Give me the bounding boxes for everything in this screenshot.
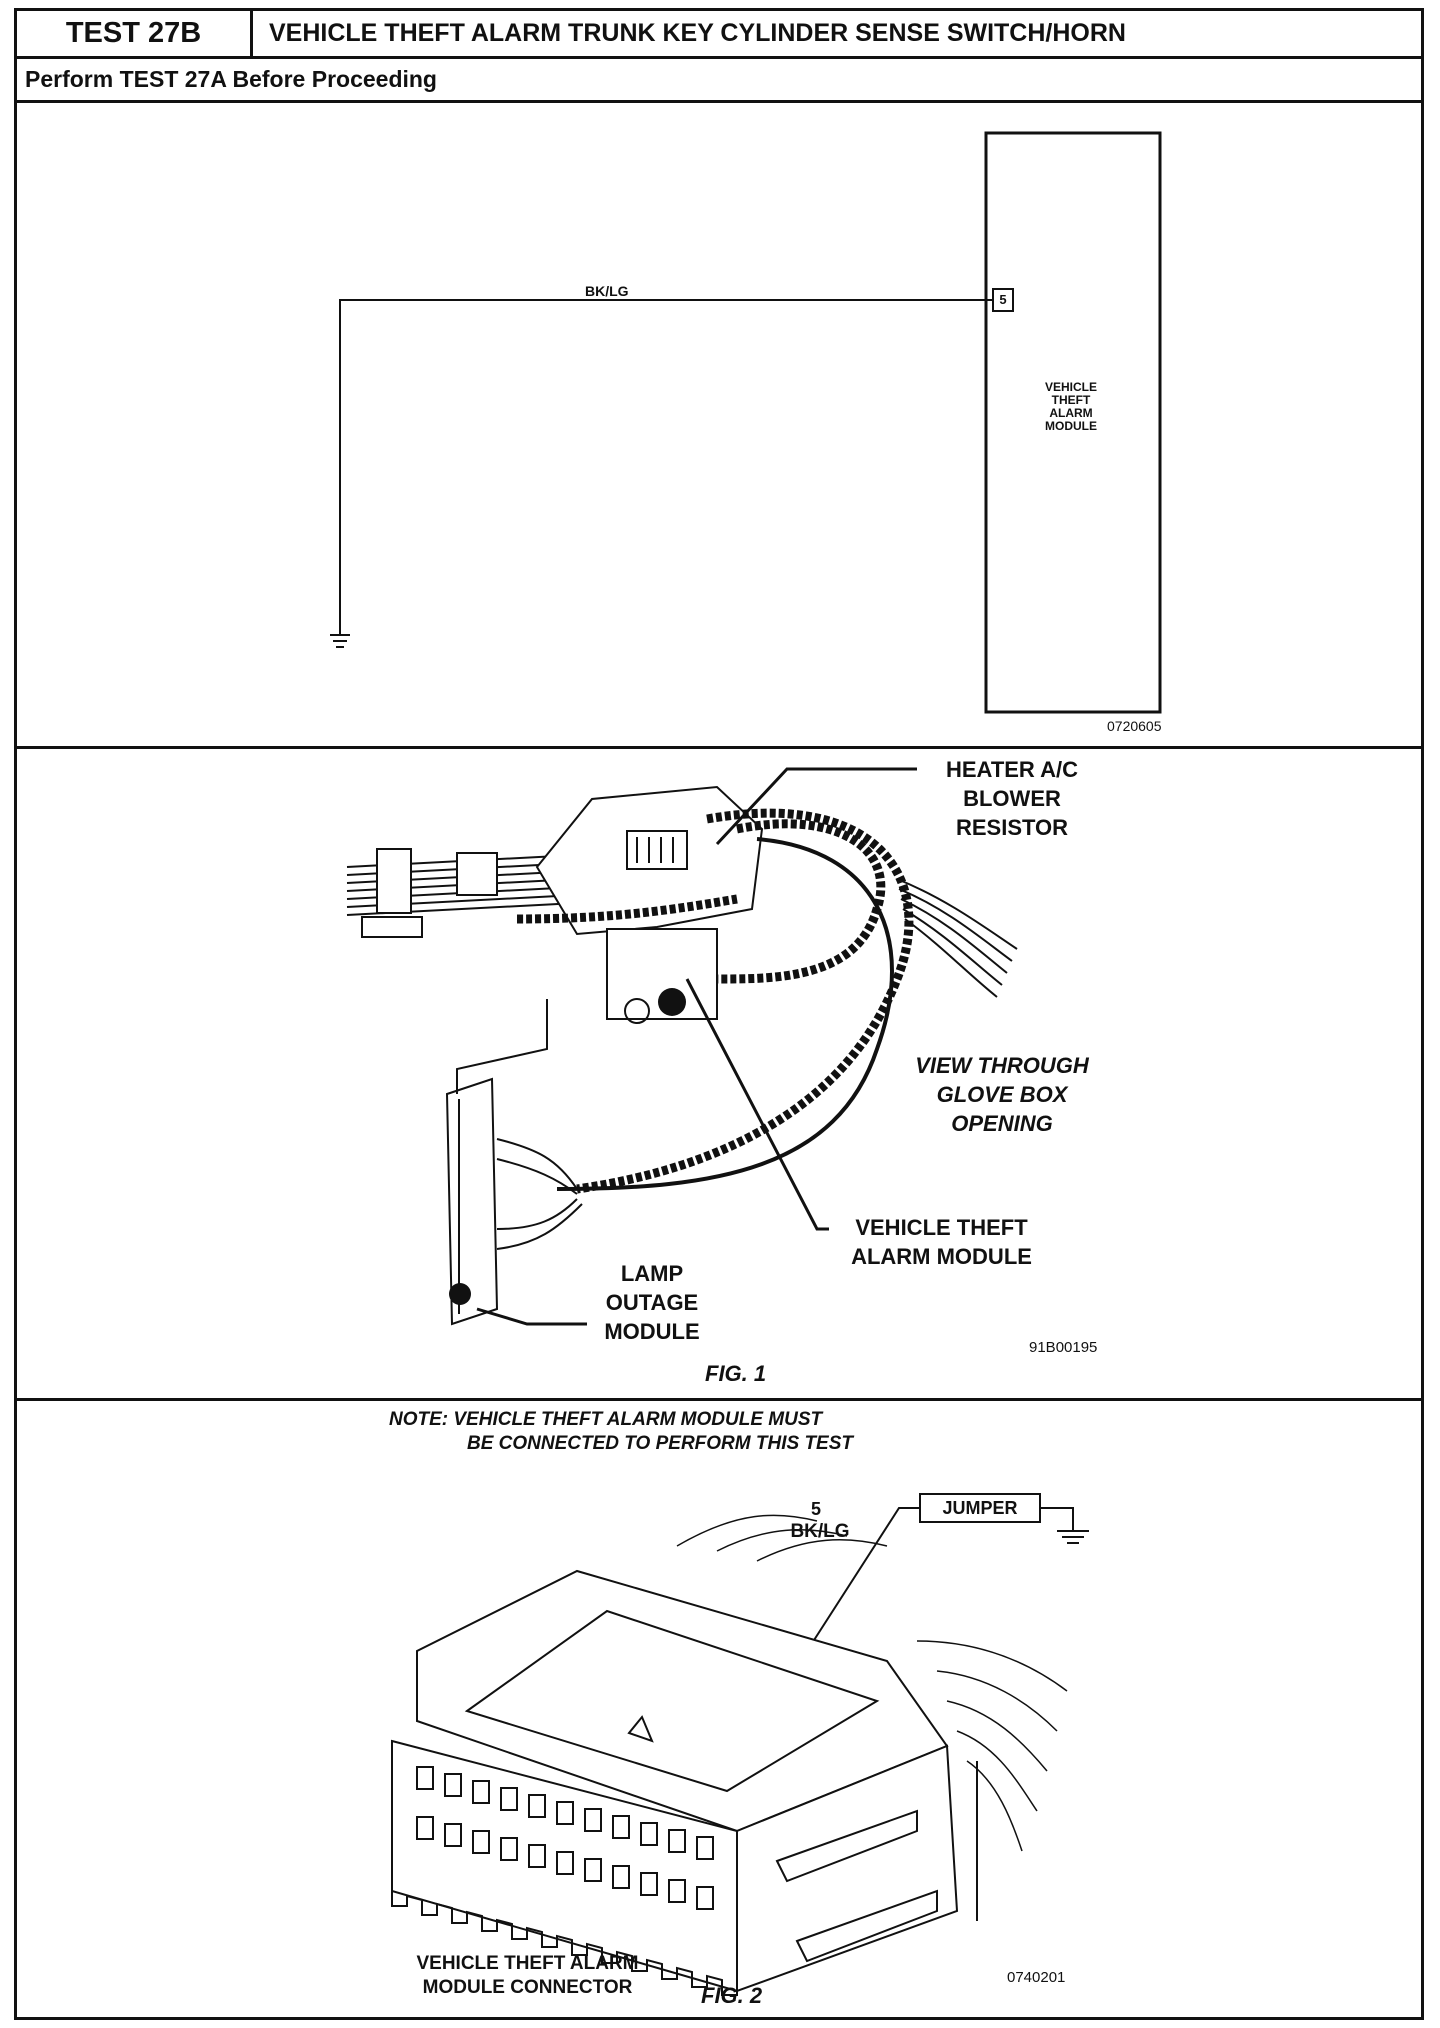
jumper-label: JUMPER [942,1498,1018,1518]
jumper-box [919,1493,1041,1523]
test-id: TEST 27B [17,11,253,56]
module-box [984,131,1162,714]
glove-box-illustration [346,767,1018,1326]
pin-number: 5 [999,292,1007,307]
fig1-code: 91B00195 [1029,1339,1098,1356]
prerequisite-note: Perform TEST 27A Before Proceeding [17,59,1421,103]
connector-illustration [391,1493,1089,1996]
leader-blower [715,767,917,846]
schematic-panel: BK/LG 5 VEHICLE THEFT ALARM MODULE 07206… [17,103,1421,749]
fig2-wire-color: BK/LG [790,1521,850,1542]
right-bundle [896,878,1018,950]
wire-color-label: BK/LG [585,283,629,299]
test-note-line2: BE CONNECTED TO PERFORM THIS TEST [467,1433,854,1454]
callout-blower-resistor: HEATER A/C BLOWER RESISTOR [946,757,1078,840]
module-label: VEHICLE THEFT ALARM MODULE [1044,380,1097,433]
lamp-locator-dot [449,1283,471,1305]
test-title: VEHICLE THEFT ALARM TRUNK KEY CYLINDER S… [269,19,1126,47]
jumper-lead [806,1507,920,1652]
leader-module [685,978,829,1231]
wiring-schematic [330,131,1162,714]
ground-symbol [330,634,350,648]
wire-bk-lg [339,299,993,635]
schematic-code: 0720605 [1107,718,1162,734]
left-harness [346,848,578,938]
cavity-row-bottom [416,1816,714,1910]
fig1-caption: FIG. 1 [705,1361,767,1386]
fig2-code: 0740201 [1007,1969,1066,1986]
test-page: TEST 27B VEHICLE THEFT ALARM TRUNK KEY C… [14,8,1424,2020]
jumper-to-ground [1040,1507,1074,1531]
callout-view-through: VIEW THROUGH GLOVE BOX OPENING [915,1053,1089,1136]
test-note-line1: NOTE: VEHICLE THEFT ALARM MODULE MUST [389,1409,823,1430]
connector-comb [391,1891,738,1996]
callout-lamp-outage-module: LAMP OUTAGE MODULE [604,1261,700,1344]
callout-vehicle-theft-alarm-module: VEHICLE THEFT ALARM MODULE [851,1215,1032,1269]
fig2-panel: NOTE: VEHICLE THEFT ALARM MODULE MUST BE… [17,1401,1421,2017]
resistor-plug [626,830,688,870]
cavity-row-top [416,1766,714,1860]
connector-caption-label: VEHICLE THEFT ALARM MODULE CONNECTOR [416,1953,639,1998]
fig2-caption: FIG. 2 [701,1983,763,2008]
fig1-panel: HEATER A/C BLOWER RESISTOR VIEW THROUGH … [17,749,1421,1401]
leader-lamp [476,1307,587,1326]
module-locator-dot [658,988,686,1016]
test-header: TEST 27B VEHICLE THEFT ALARM TRUNK KEY C… [17,11,1421,59]
fig2-pin-number: 5 [810,1499,821,1519]
